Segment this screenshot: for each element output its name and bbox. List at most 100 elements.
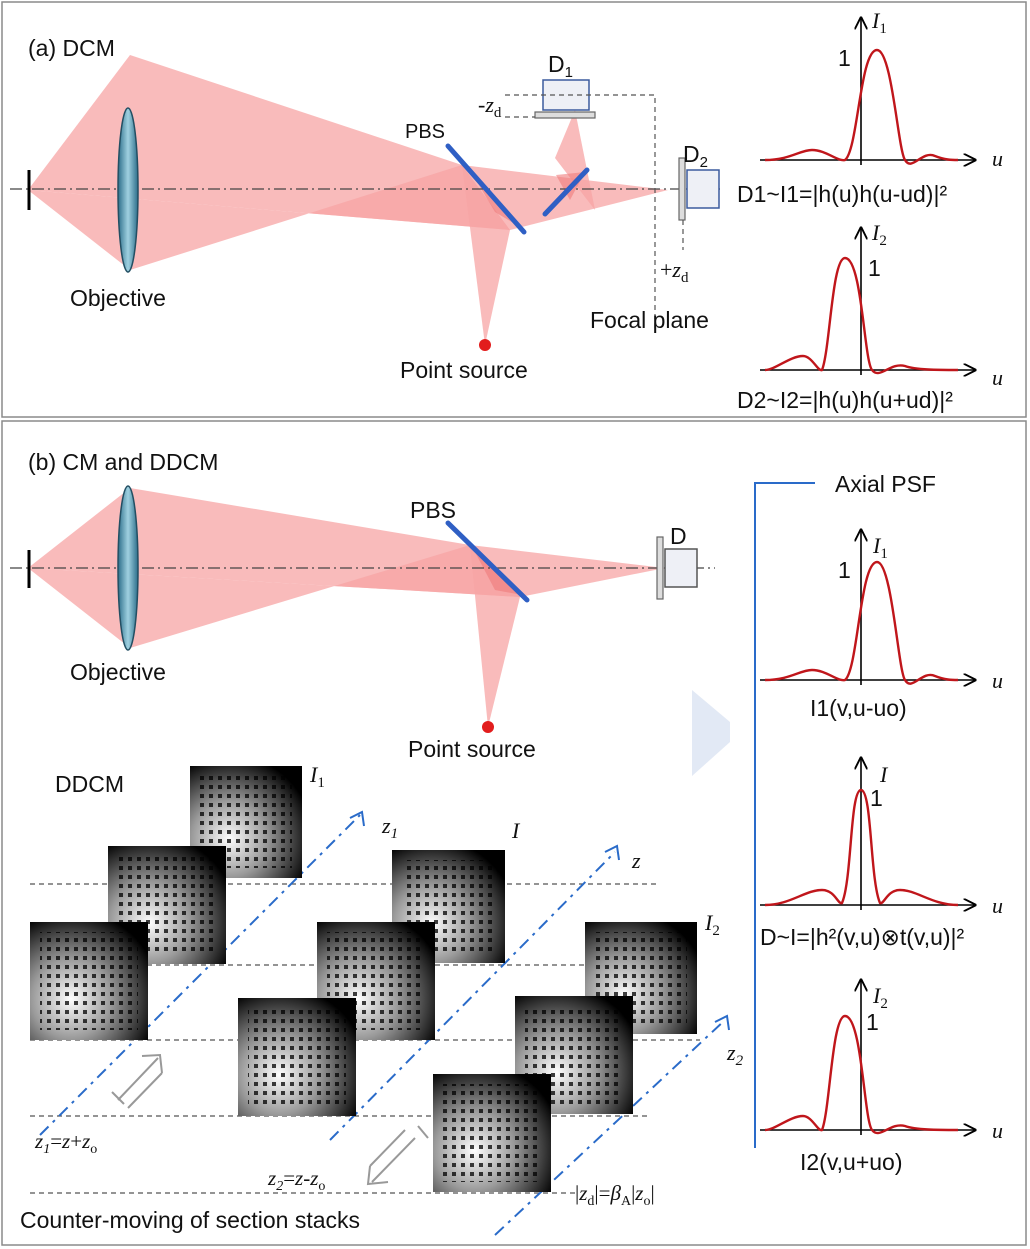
axial-psf-label: Axial PSF — [835, 471, 936, 497]
stack-i1-label: I1 — [309, 762, 325, 791]
psf-b1-peak-label: 1 — [838, 557, 851, 583]
point-source-label-b: Point source — [408, 736, 536, 762]
stack-axis-z2 — [494, 1019, 726, 1236]
psf-plot-d2: I2 1 u D2~I2=|h(u)h(u+ud)|² — [737, 220, 1003, 413]
pbs-label-b: PBS — [410, 497, 456, 523]
psf-plot-b1: I1 1 u I1(v,u-uo) — [760, 530, 1003, 721]
point-source-label-a: Point source — [400, 357, 528, 383]
detector-d-pinhole — [656, 536, 664, 600]
stack-i2-label: I2 — [704, 910, 720, 939]
stack-i1: I1 — [30, 762, 325, 1040]
psf-b1-curve — [764, 560, 959, 685]
section-image — [433, 1074, 551, 1192]
detector-d2-label: D2 — [683, 141, 708, 171]
psf-d2-formula: D2~I2=|h(u)h(u+ud)|² — [737, 387, 953, 413]
fold-mirror-a — [542, 167, 590, 217]
psf-b2-x-label: u — [992, 1118, 1003, 1143]
detector-d1-label: D1 — [548, 51, 573, 81]
detector-d — [664, 548, 698, 588]
psf-b-peak-label: 1 — [870, 785, 883, 811]
psf-b2-curve — [764, 1014, 959, 1135]
move-arrow-down — [366, 1125, 429, 1186]
objective-label-b: Objective — [70, 659, 166, 685]
stack-axis-z1-head — [349, 810, 365, 827]
psf-plot-b: I 1 u D~I=|h²(v,u)⊗t(v,u)|² — [760, 758, 1003, 950]
axis-z1-label: z1 — [381, 813, 398, 842]
psf-b-y-label: I — [879, 762, 889, 787]
axis-z2-label: z2 — [726, 1040, 744, 1069]
section-image-holes — [40, 932, 138, 1030]
point-source-a — [479, 339, 491, 351]
psf-d2-peak-label: 1 — [868, 255, 881, 281]
psf-b-formula: D~I=|h²(v,u)⊗t(v,u)|² — [760, 924, 965, 950]
psf-d1-peak-label: 1 — [838, 45, 851, 71]
move-arrow-up — [111, 1053, 163, 1109]
psf-plot-b2: I2 1 u I2(v,u+uo) — [760, 980, 1003, 1175]
panel-a-frame — [1, 1, 1027, 418]
focal-plane-label: Focal plane — [590, 307, 709, 333]
objective-lens-b — [117, 485, 139, 651]
reflected-beam-d1 — [555, 110, 595, 210]
stack-i: I — [238, 818, 521, 1116]
psf-b2-y-label: I2 — [872, 983, 888, 1012]
detector-d-label: D — [670, 523, 687, 549]
section-image-holes — [443, 1084, 541, 1182]
stack-axis-z2-head — [714, 1014, 730, 1031]
minus-zd-label: -zd — [478, 92, 502, 121]
stack-i-label: I — [511, 818, 521, 843]
psf-d2-x-label: u — [992, 365, 1003, 390]
pbs-b — [445, 520, 530, 603]
ddcm-label: DDCM — [55, 771, 124, 797]
psf-d1-x-label: u — [992, 146, 1003, 171]
psf-d1-y-label: I1 — [871, 8, 887, 37]
section-image-holes — [248, 1008, 346, 1106]
axial-psf-bracket — [754, 482, 815, 1148]
point-source-b — [482, 721, 494, 733]
stack-i2: I2 — [433, 910, 720, 1192]
stack-axis-z1 — [39, 814, 361, 1136]
d1-conjugate-line — [505, 94, 656, 330]
panel-b-title: (b) CM and DDCM — [28, 449, 218, 475]
panel-a: (a) DCM Objective PBS Point source D1 -z… — [10, 8, 1003, 413]
psf-d1-formula: D1~I1=|h(u)h(u-ud)|² — [737, 181, 947, 207]
pbs-a — [445, 143, 527, 235]
stack-axis-z-head — [604, 844, 620, 861]
detector-d1 — [542, 79, 590, 111]
converging-beam-b — [470, 545, 665, 597]
section-image — [238, 998, 356, 1116]
psf-b1-formula: I1(v,u-uo) — [810, 695, 907, 721]
detector-d2-pinhole — [678, 157, 686, 221]
illumination-cone-upper — [28, 55, 510, 230]
objective-label-a: Objective — [70, 285, 166, 311]
section-image — [30, 922, 148, 1040]
source-beam-a — [462, 165, 510, 345]
equation-z2: z2=z-zo — [267, 1166, 325, 1194]
illumination-cone-lower — [28, 165, 510, 270]
pbs-label-a: PBS — [405, 121, 445, 143]
plus-zd-label: +zd — [660, 257, 689, 286]
psf-b1-y-label: I1 — [872, 533, 888, 562]
psf-b-curve — [764, 788, 959, 907]
objective-lens-a — [117, 107, 139, 273]
illumination-cone-lower-b — [28, 545, 520, 648]
psf-b1-x-label: u — [992, 668, 1003, 693]
pbs-overlap-b — [475, 552, 522, 595]
psf-plot-d1: I1 1 u D1~I1=|h(u)h(u-ud)|² — [737, 8, 1003, 207]
psf-d1-curve — [764, 48, 959, 165]
detector-d2 — [686, 169, 720, 209]
psf-d2-y-label: I2 — [871, 220, 887, 249]
caption-counter-moving: Counter-moving of section stacks — [20, 1207, 360, 1233]
psf-d2-curve — [764, 256, 959, 375]
panel-b-frame — [1, 420, 1027, 1246]
psf-b-x-label: u — [992, 893, 1003, 918]
result-arrow — [692, 690, 730, 776]
psf-b2-peak-label: 1 — [866, 1009, 879, 1035]
axis-z-label: z — [631, 848, 641, 873]
equation-z1: z1=z+zo — [34, 1129, 97, 1157]
psf-b2-formula: I2(v,u+uo) — [800, 1149, 903, 1175]
detector-d1-pinhole — [534, 111, 596, 119]
section-image — [108, 846, 226, 964]
panel-a-title: (a) DCM — [28, 35, 115, 61]
converging-beam-a — [462, 165, 668, 230]
